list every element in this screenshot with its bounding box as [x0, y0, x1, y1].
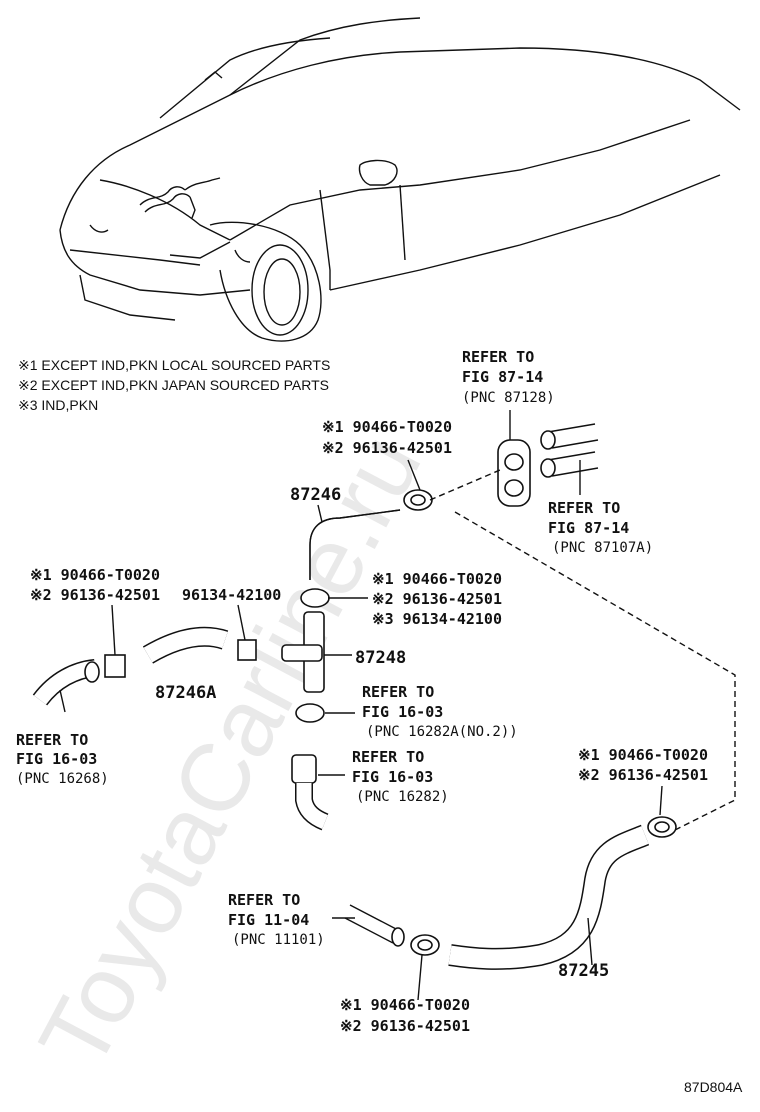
ref-center-lower-line1: REFER TO: [352, 748, 424, 766]
car-illustration: [59, 17, 741, 342]
ref-left-line2: FIG 16-03: [16, 750, 97, 768]
ref-bottom-line3: (PNC 11101): [232, 932, 325, 948]
ref-center-upper-line2: FIG 16-03: [362, 703, 443, 721]
clamp-left-line1: ※1 90466-T0020: [30, 566, 160, 584]
figure-code: 87D804A: [684, 1079, 743, 1095]
ref-pipes-line3: (PNC 87107A): [552, 540, 653, 556]
part-87248: 87248: [355, 648, 406, 668]
part-87246: 87246: [290, 485, 341, 505]
clamp-right-line1: ※1 90466-T0020: [578, 746, 708, 764]
note-2: ※2 EXCEPT IND,PKN JAPAN SOURCED PARTS: [18, 377, 329, 393]
note-3: ※3 IND,PKN: [18, 397, 98, 413]
ref-center-lower-line3: (PNC 16282): [356, 789, 449, 805]
clamp-center-right-line2: ※2 96136-42501: [372, 590, 502, 608]
ref-center-upper-line1: REFER TO: [362, 683, 434, 701]
ref-center-lower-line2: FIG 16-03: [352, 768, 433, 786]
hose-87245-drawing: [448, 824, 650, 970]
part-87245: 87245: [558, 961, 609, 981]
ref-pipes-line1: REFER TO: [548, 499, 620, 517]
pipe-center-lower-drawing: [291, 754, 345, 831]
clamp-center-lower-drawing: [295, 703, 355, 723]
hose-87246-drawing: [309, 504, 401, 580]
pipe-bottom-drawing: [344, 904, 440, 1001]
ref-valve-line1: REFER TO: [462, 348, 534, 366]
clamp-right-line2: ※2 96136-42501: [578, 766, 708, 784]
ref-pipes-line2: FIG 87-14: [548, 519, 629, 537]
note-1: ※1 EXCEPT IND,PKN LOCAL SOURCED PARTS: [18, 357, 330, 373]
pipes-top-right-drawing: [540, 423, 599, 495]
ref-valve-line2: FIG 87-14: [462, 368, 543, 386]
clamp-left-extra: 96134-42100: [182, 586, 281, 604]
check-valve-drawing: [497, 410, 531, 507]
ref-valve-line3: (PNC 87128): [462, 390, 555, 406]
ref-center-upper-line3: (PNC 16282A(NO.2)): [366, 724, 518, 740]
ref-bottom-line1: REFER TO: [228, 891, 300, 909]
pipe-left-drawing: [32, 659, 100, 713]
clamp-top-drawing: [403, 489, 433, 511]
ref-bottom-line2: FIG 11-04: [228, 911, 309, 929]
clamp-center-right-line3: ※3 96134-42100: [372, 610, 502, 628]
tee-joint-drawing: [281, 588, 368, 693]
hose-87246A-drawing: [104, 626, 257, 678]
clamp-top-center-line2: ※2 96136-42501: [322, 439, 452, 457]
clamp-center-right-line1: ※1 90466-T0020: [372, 570, 502, 588]
clamp-bottom-line2: ※2 96136-42501: [340, 1017, 470, 1035]
ref-left-line1: REFER TO: [16, 731, 88, 749]
ref-left-line3: (PNC 16268): [16, 771, 109, 787]
clamp-bottom-line1: ※1 90466-T0020: [340, 996, 470, 1014]
clamp-left-line2: ※2 96136-42501: [30, 586, 160, 604]
part-87246A: 87246A: [155, 683, 216, 703]
clamp-top-center-line1: ※1 90466-T0020: [322, 418, 452, 436]
clamp-right-drawing: [647, 816, 677, 838]
